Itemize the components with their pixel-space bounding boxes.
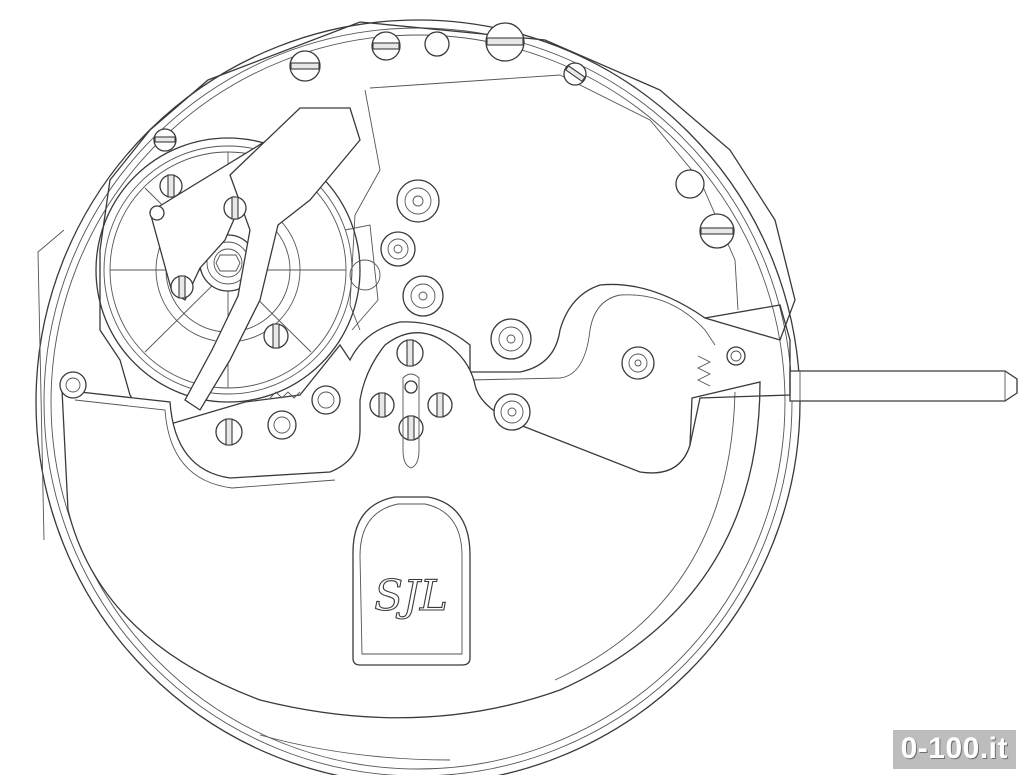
jewel xyxy=(490,318,532,360)
screw xyxy=(699,213,735,249)
screws xyxy=(153,22,735,446)
jewel xyxy=(621,346,655,380)
screw xyxy=(398,415,424,441)
screw xyxy=(159,174,183,198)
screw xyxy=(427,392,453,418)
watermark-badge: 0-100.it xyxy=(892,730,1016,769)
screw xyxy=(396,339,424,367)
logo-shield: SJL xyxy=(352,496,471,666)
screw xyxy=(263,323,289,349)
stem-block xyxy=(689,304,791,446)
jewel xyxy=(726,346,746,366)
train-wheels xyxy=(344,224,381,331)
jewel xyxy=(267,410,297,440)
jewel xyxy=(396,179,440,223)
jewel xyxy=(380,231,416,267)
winding-stem xyxy=(789,370,1018,402)
jewel xyxy=(402,275,444,317)
screw xyxy=(371,31,401,61)
screw xyxy=(289,50,321,82)
jewel xyxy=(311,385,341,415)
jewel xyxy=(59,371,87,399)
logo-monogram: SJL xyxy=(374,571,448,620)
screw xyxy=(215,418,243,446)
ratchet-detail xyxy=(269,355,712,399)
screw xyxy=(170,275,194,299)
jewel xyxy=(493,393,531,431)
screw xyxy=(369,392,395,418)
screw xyxy=(485,22,525,62)
center-slot xyxy=(402,373,420,469)
rotor xyxy=(61,332,761,719)
screw xyxy=(153,128,177,152)
balance-cock xyxy=(184,107,361,411)
screw xyxy=(563,62,587,86)
jewels xyxy=(59,31,746,440)
screw xyxy=(223,196,247,220)
